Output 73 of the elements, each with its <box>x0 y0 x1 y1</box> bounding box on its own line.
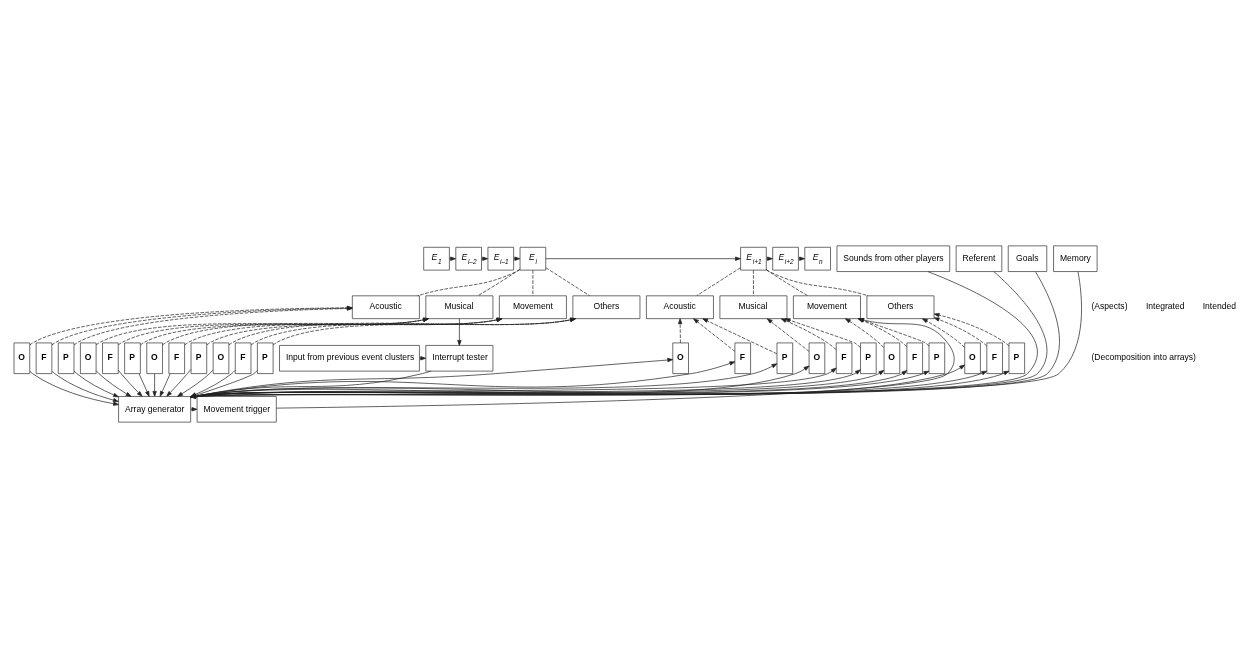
connector <box>545 267 590 296</box>
connector <box>766 268 809 296</box>
connector <box>417 268 521 296</box>
node-box: P <box>190 342 208 374</box>
node-box: P <box>257 342 274 374</box>
arrow <box>118 369 143 397</box>
node-box: P <box>124 342 141 374</box>
node-box: O <box>808 342 826 374</box>
node-box: P <box>1008 342 1025 374</box>
node-box: Others <box>572 294 641 319</box>
node-box: Referent <box>955 245 1003 272</box>
arrow <box>933 312 1010 346</box>
node-box: Movement <box>793 294 861 319</box>
node-box: E$_{i}$ <box>519 246 547 270</box>
connector <box>477 268 521 296</box>
node-box: Movement <box>499 294 567 319</box>
connector <box>696 267 741 296</box>
node-box: Goals <box>1007 245 1048 272</box>
arrow <box>922 317 965 348</box>
node-box: F <box>906 342 923 374</box>
arrow <box>780 317 837 350</box>
arrow <box>419 355 427 360</box>
node-box: E$_{n}$ <box>804 246 831 270</box>
node-box: Memory <box>1053 245 1098 272</box>
arrow <box>766 317 810 352</box>
node-box: P <box>57 342 75 374</box>
arrow <box>29 370 119 406</box>
node-box: P <box>860 342 877 374</box>
node-box: F <box>35 342 53 374</box>
node-box: O <box>212 342 230 374</box>
arrow <box>166 368 192 397</box>
arrow <box>693 317 736 352</box>
node-box: F <box>168 342 185 374</box>
node-box: Acoustic <box>646 294 714 319</box>
node-box: F <box>986 342 1003 374</box>
node-box: O <box>146 342 163 374</box>
node-box: O <box>964 342 981 374</box>
node-box: F <box>102 342 119 374</box>
node-box: P <box>776 342 794 374</box>
node-box: F <box>835 342 853 374</box>
node-box: O <box>883 342 901 374</box>
node-box: F <box>734 342 751 374</box>
node-box: Acoustic <box>351 294 420 319</box>
node-box: Movement trigger <box>196 395 277 422</box>
arrow <box>678 317 683 343</box>
node-box: P <box>928 342 946 374</box>
arrow <box>73 370 119 397</box>
node-box: O <box>672 342 689 374</box>
label: Intended <box>1202 300 1237 311</box>
node-box: Musical <box>719 294 788 319</box>
arrow <box>933 316 988 346</box>
arrow <box>159 373 171 397</box>
connector <box>753 269 754 296</box>
arrow <box>138 373 150 397</box>
arrow <box>784 317 861 348</box>
arrow <box>152 373 157 397</box>
node-box: Musical <box>425 294 494 319</box>
label: (Aspects) <box>1091 300 1128 311</box>
node-box: F <box>234 342 252 374</box>
connector <box>766 269 869 296</box>
arrow <box>95 369 132 397</box>
arrow <box>766 256 773 261</box>
node-box: O <box>80 342 97 374</box>
node-box: Sounds from other players <box>836 245 951 272</box>
node-box: O <box>13 342 31 374</box>
node-box: Interrupt tester <box>425 344 494 371</box>
arrow <box>51 370 119 402</box>
label: (Decomposition into arrays) <box>1091 351 1196 362</box>
arrow <box>702 317 778 354</box>
arrow <box>457 317 462 346</box>
label: Integrated <box>1145 300 1185 311</box>
node-box: Others <box>866 294 935 319</box>
arrow <box>545 256 741 261</box>
